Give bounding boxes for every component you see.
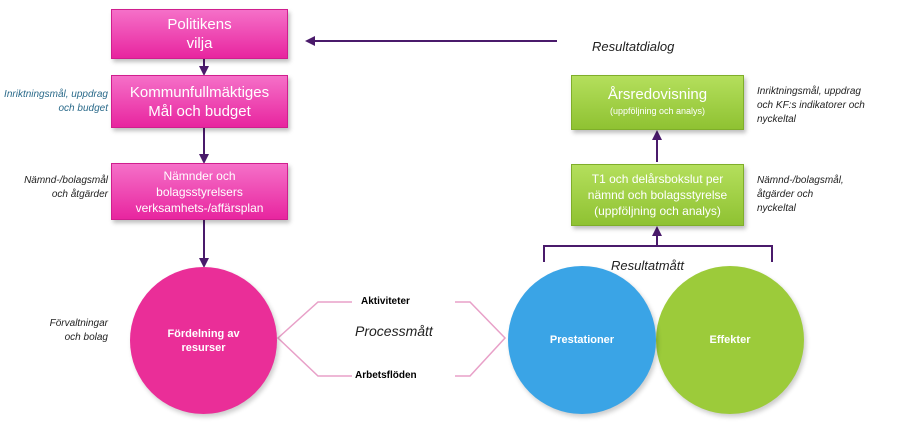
note-left-forvaltningar: Förvaltningar och bolag xyxy=(0,317,108,345)
circle-prestationer: Prestationer xyxy=(508,266,656,414)
label-aktiviteter: Aktiviteter xyxy=(361,296,410,307)
box-kf-line1: Kommunfullmäktiges xyxy=(129,83,270,101)
label-arbetsfloden: Arbetsflöden xyxy=(355,370,417,381)
label-resultatdialog: Resultatdialog xyxy=(592,39,675,54)
box-politikens-vilja-line1: Politikens xyxy=(167,16,232,33)
box-namnder-line1: Nämnder och xyxy=(163,168,236,183)
note-right-inriktningsmal: Inriktningsmål, uppdrag och KF:s indikat… xyxy=(757,85,897,127)
note-left-3-line1: Förvaltningar xyxy=(49,318,108,329)
box-politikens-vilja-line2: vilja xyxy=(186,35,213,52)
note-left-2-line1: Nämnd-/bolagsmål xyxy=(24,175,108,186)
box-t1-line2: nämnd och bolagsstyrelse xyxy=(587,188,728,202)
process-connector-left xyxy=(276,301,352,377)
box-t1: T1 och delårsbokslut per nämnd och bolag… xyxy=(571,164,744,226)
note-right-2-line3: nyckeltal xyxy=(757,203,796,214)
process-connector-right xyxy=(455,301,507,377)
box-kommunfullmaktiges: Kommunfullmäktiges Mål och budget xyxy=(111,75,288,128)
note-right-1-line3: nyckeltal xyxy=(757,114,796,125)
circle-fordelning: Fördelning av resurser xyxy=(130,267,277,414)
note-left-1-line1: Inriktningsmål, uppdrag xyxy=(4,89,108,100)
note-right-2-line2: åtgärder och xyxy=(757,189,814,200)
resultatmatt-bracket xyxy=(543,245,773,262)
circle-effekter: Effekter xyxy=(656,266,804,414)
box-arsredovisning: Årsredovisning (uppföljning och analys) xyxy=(571,75,744,130)
note-left-1-line2: och budget xyxy=(58,103,109,114)
box-t1-line1: T1 och delårsbokslut per xyxy=(591,172,724,186)
box-namnder-line2: bolagsstyrelsers xyxy=(156,184,243,199)
circle-prestationer-label: Prestationer xyxy=(549,334,615,346)
note-left-inriktningsmal: Inriktningsmål, uppdrag och budget xyxy=(0,88,108,116)
note-left-3-line2: och bolag xyxy=(64,332,108,343)
label-resultatmatt: Resultatmått xyxy=(611,258,684,273)
circle-effekter-label: Effekter xyxy=(709,334,751,346)
box-arsredovisning-subtitle: (uppföljning och analys) xyxy=(609,105,706,116)
box-arsredovisning-title: Årsredovisning xyxy=(607,85,708,103)
note-right-1-line2: och KF:s indikatorer och xyxy=(757,100,865,111)
note-right-namndmal: Nämnd-/bolagsmål, åtgärder och nyckeltal xyxy=(757,174,897,216)
box-namnder: Nämnder och bolagsstyrelsers verksamhets… xyxy=(111,163,288,220)
box-t1-line3: (uppföljning och analys) xyxy=(594,204,721,218)
circle-fordelning-line1: Fördelning av xyxy=(167,327,240,340)
box-kf-line2: Mål och budget xyxy=(148,102,251,120)
note-left-2-line2: och åtgärder xyxy=(51,189,108,200)
note-left-namndmal: Nämnd-/bolagsmål och åtgärder xyxy=(0,174,108,202)
circle-fordelning-line2: resurser xyxy=(181,341,226,354)
note-right-1-line1: Inriktningsmål, uppdrag xyxy=(757,86,861,97)
box-politikens-vilja: Politikens vilja xyxy=(111,9,288,59)
box-namnder-line3: verksamhets-/affärsplan xyxy=(135,200,264,215)
note-right-2-line1: Nämnd-/bolagsmål, xyxy=(757,175,844,186)
label-processmatt: Processmått xyxy=(355,323,433,339)
